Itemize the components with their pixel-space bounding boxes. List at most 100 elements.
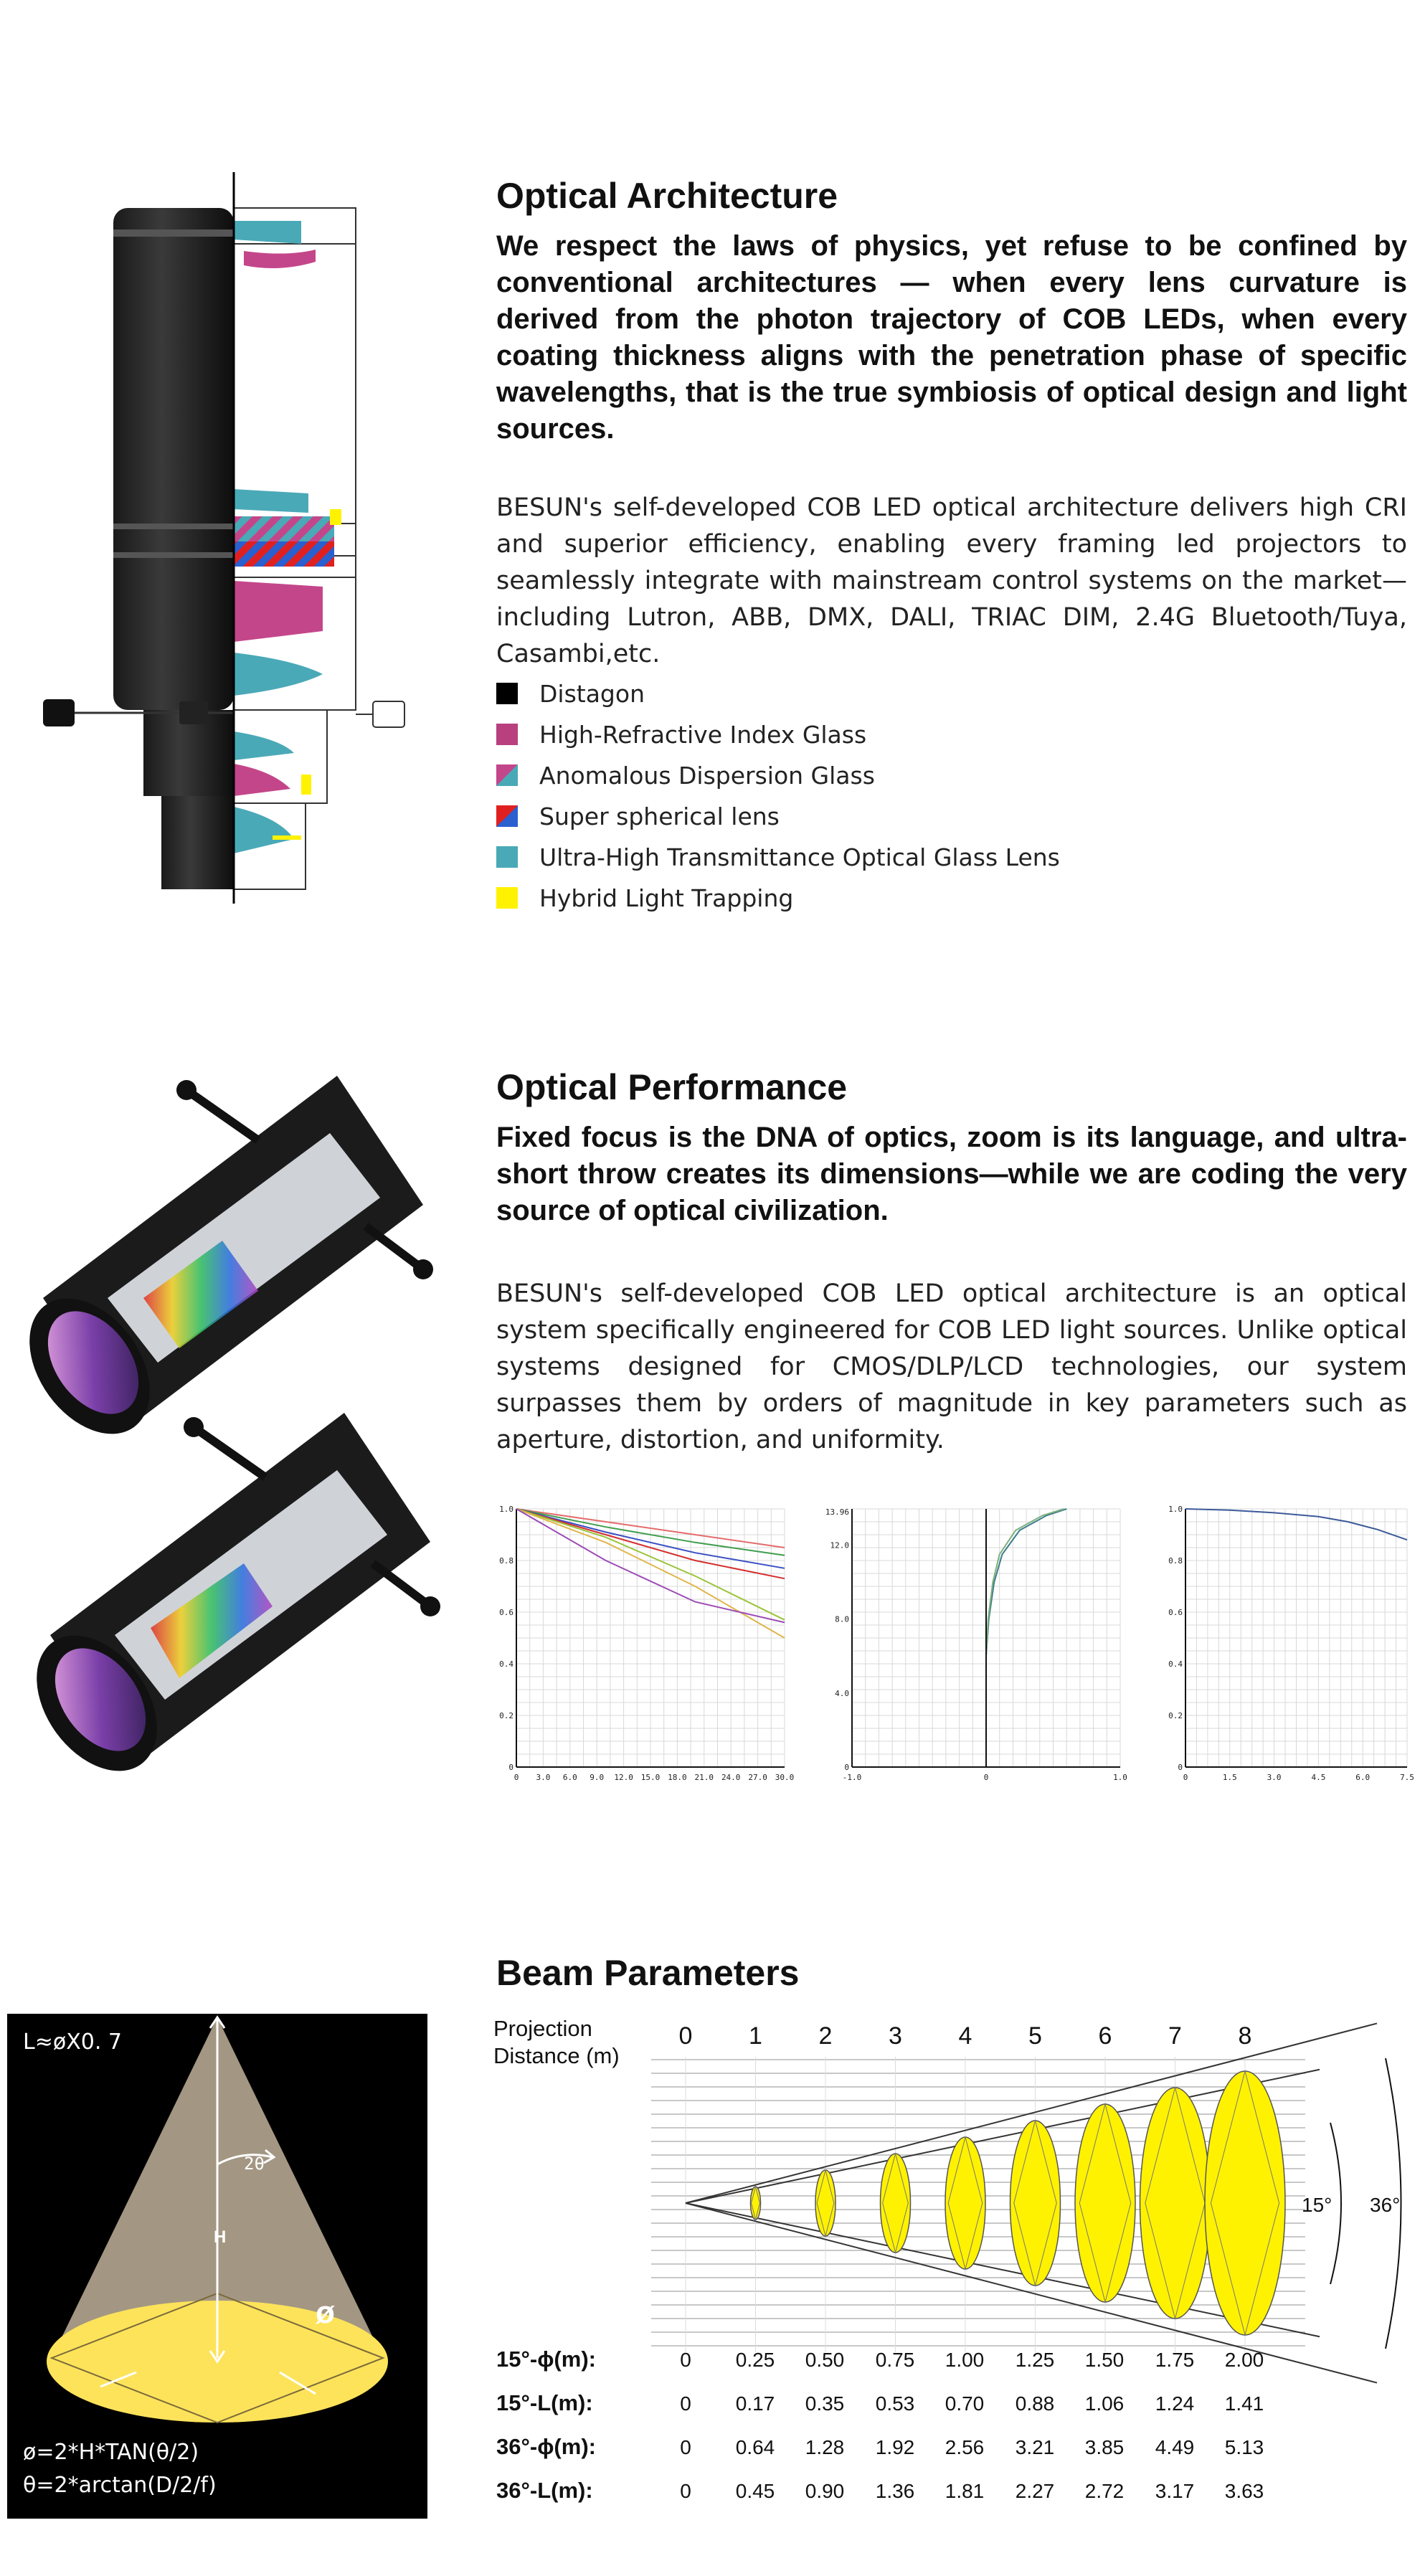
y-tick-label: 8.0 [835, 1615, 849, 1624]
distance-tick: 4 [959, 2022, 972, 2050]
cone-15-upper [685, 2068, 1320, 2204]
cone-36-lower [685, 2202, 1378, 2384]
series-line [516, 1508, 785, 1624]
table-cell: 1.00 [945, 2349, 985, 2371]
y-tick-label: 12.0 [830, 1541, 850, 1550]
beam-spot-diamond [816, 2169, 835, 2238]
beam-spot [1139, 2087, 1211, 2319]
x-tick-label: 21.0 [695, 1773, 714, 1782]
x-tick-label: 27.0 [748, 1773, 767, 1782]
beam-spot [879, 2153, 912, 2253]
x-tick-label: 4.5 [1311, 1773, 1325, 1782]
table-cell: 0.75 [875, 2349, 915, 2371]
distance-tick: 6 [1099, 2022, 1112, 2050]
table-cell: 2.00 [1224, 2349, 1264, 2371]
legend-swatch [496, 764, 518, 786]
lens-cross-section-illustration [43, 172, 405, 904]
x-tick-label: 3.0 [1267, 1773, 1282, 1782]
y-tick-label: 0.6 [499, 1608, 513, 1617]
table-cell: 0.35 [805, 2392, 845, 2415]
legend-label: Ultra-High Transmittance Optical Glass L… [539, 843, 1060, 871]
cone-formula-top: L≈øΧ0. 7 [23, 2030, 123, 2055]
beam-spot-diamond [1145, 2086, 1206, 2320]
table-row-label: 15°-L(m): [496, 2390, 593, 2415]
table-cell: 1.24 [1155, 2392, 1195, 2415]
series-line [516, 1508, 785, 1556]
table-row-label: 15°-ϕ(m): [496, 2347, 596, 2372]
distance-tick: 2 [819, 2022, 833, 2050]
angle-label-15: 15° [1302, 2194, 1332, 2216]
legend-label: Super spherical lens [539, 802, 780, 830]
section-title-architecture: Optical Architecture [496, 176, 838, 216]
beam-spot-diamond [947, 2136, 983, 2270]
x-tick-label: 1.5 [1223, 1773, 1237, 1782]
legend-item-super-spherical: Super spherical lens [496, 802, 780, 830]
y-tick-label: 0.2 [499, 1711, 513, 1720]
table-cell: 0.50 [805, 2349, 845, 2371]
legend-swatch [496, 887, 518, 909]
table-cell: 1.36 [875, 2480, 915, 2502]
legend-label: Distagon [539, 679, 645, 708]
beam-spot [1204, 2070, 1286, 2336]
x-tick-label: 24.0 [721, 1773, 740, 1782]
legend-item-high-refractive: High-Refractive Index Glass [496, 720, 866, 749]
y-tick-label: 0 [844, 1763, 849, 1772]
x-tick-label: 18.0 [668, 1773, 687, 1782]
beam-cone-diagram: L≈øΧ0. 7 2θ H ø ø=2*H*TAN(θ/2) θ=2*arcta… [7, 2014, 427, 2519]
x-tick-label: 0 [514, 1773, 519, 1782]
table-cell: 0.45 [735, 2480, 775, 2502]
legend-swatch [496, 846, 518, 868]
table-cell: 5.13 [1224, 2436, 1264, 2458]
legend-item-distagon: Distagon [496, 679, 645, 708]
series-line [1185, 1508, 1408, 1541]
beam-spot-diamond [1210, 2070, 1280, 2336]
series-line [516, 1508, 785, 1548]
y-tick-label: 1.0 [1168, 1505, 1183, 1514]
x-tick-label: 0 [984, 1773, 989, 1782]
y-top-label: 13.96 [825, 1507, 849, 1517]
x-tick-label: 30.0 [775, 1773, 795, 1782]
table-cell: 0.90 [805, 2480, 845, 2502]
cone-diameter-label: ø [316, 2295, 335, 2330]
table-cell: 1.06 [1084, 2392, 1125, 2415]
angle-label-36: 36° [1370, 2194, 1400, 2216]
legend-swatch [496, 724, 518, 745]
legend-swatch [496, 683, 518, 704]
performance-body: BESUN's self-developed COB LED optical a… [496, 1279, 1407, 1454]
table-cell: 1.92 [875, 2436, 915, 2458]
table-row-label: 36°-ϕ(m): [496, 2434, 596, 2459]
y-tick-label: 1.0 [499, 1505, 513, 1514]
angle-arc-15 [1330, 2122, 1342, 2285]
table-cell: 3.85 [1084, 2436, 1125, 2458]
x-tick-label: 12.0 [614, 1773, 633, 1782]
table-cell: 0.70 [945, 2392, 985, 2415]
distance-tick: 5 [1028, 2022, 1042, 2050]
architecture-body: BESUN's self-developed COB LED optical a… [496, 493, 1407, 668]
legend-item-ultra-high-transmittance: Ultra-High Transmittance Optical Glass L… [496, 843, 1060, 871]
beam-spot [749, 2186, 762, 2220]
distance-tick: 7 [1168, 2022, 1182, 2050]
table-cell: 1.50 [1084, 2349, 1125, 2371]
distance-label-line2: Distance (m) [493, 2043, 620, 2068]
table-cell: 2.72 [1084, 2480, 1125, 2502]
table-cell: 0.25 [735, 2349, 775, 2371]
table-cell: 0 [680, 2480, 691, 2502]
table-row-label: 36°-L(m): [496, 2478, 593, 2503]
y-tick-label: 0.8 [1168, 1556, 1183, 1566]
y-tick-label: 0.4 [1168, 1659, 1183, 1669]
table-cell: 0.88 [1015, 2392, 1055, 2415]
y-tick-label: 0.4 [499, 1659, 513, 1669]
distance-tick: 0 [679, 2022, 693, 2050]
cone-formula-1: ø=2*H*TAN(θ/2) [23, 2440, 199, 2465]
beam-spot [1074, 2103, 1136, 2303]
y-tick-label: 4.0 [835, 1689, 849, 1698]
y-tick-label: 0.2 [1168, 1711, 1183, 1720]
beam-spot [945, 2136, 986, 2270]
cone-graphic [47, 2015, 388, 2424]
architecture-lead: We respect the laws of physics, yet refu… [496, 230, 1407, 445]
beam-spot-diamond [882, 2152, 909, 2254]
cone-36-upper [685, 2022, 1378, 2204]
